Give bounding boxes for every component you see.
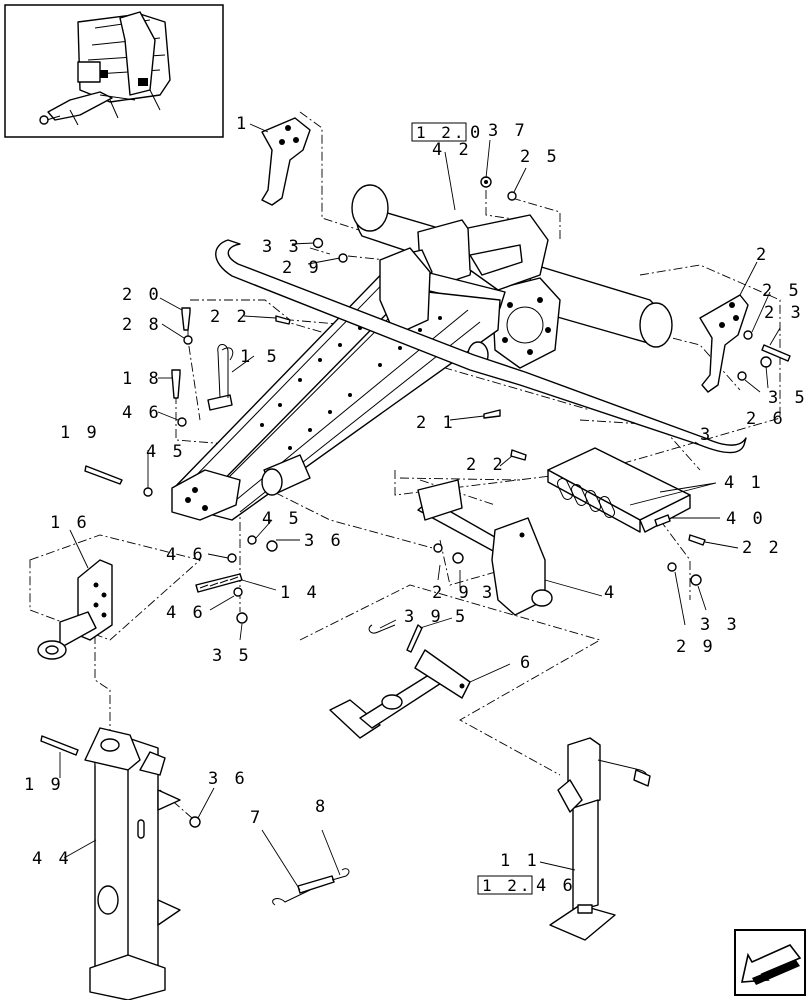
label-7: 7	[250, 808, 263, 828]
label-11: 1 1	[500, 851, 540, 871]
label-4: 4	[604, 583, 617, 603]
reference-box-bottom[interactable]: 1 2. 4 6	[477, 875, 576, 896]
label-14: 1 4	[280, 583, 320, 603]
label-39: 3 9	[404, 607, 444, 627]
label-22-lower: 2 2	[742, 538, 782, 558]
label-37: 3 7	[488, 121, 528, 141]
label-25-upper: 2 5	[520, 147, 560, 167]
label-18: 1 8	[122, 369, 162, 389]
step-slots	[556, 478, 616, 518]
label-46-middle: 4 6	[166, 545, 206, 565]
label-29-middle: 2 9	[432, 583, 472, 603]
label-46-upper: 4 6	[122, 403, 162, 423]
label-45-lower: 4 5	[262, 509, 302, 529]
part-3-hose[interactable]	[215, 239, 747, 454]
part-5-pin[interactable]	[406, 624, 423, 653]
label-25-right: 2 5	[762, 281, 802, 301]
part-6-step-bracket[interactable]	[329, 649, 471, 739]
part-41-step[interactable]	[547, 447, 691, 533]
label-8: 8	[315, 797, 328, 817]
label-33-upper: 3 3	[262, 237, 302, 257]
part-7-strap[interactable]	[272, 889, 311, 906]
label-21: 2 1	[416, 413, 456, 433]
part-39-pin[interactable]	[368, 624, 396, 634]
label-20: 2 0	[122, 285, 162, 305]
label-46-lower: 4 6	[166, 603, 206, 623]
leader-lines	[59, 123, 781, 891]
reference-box-top-code: 1 2.	[416, 123, 467, 142]
label-33-lower: 3 3	[700, 615, 740, 635]
part-1-bracket[interactable]	[261, 117, 311, 206]
callout-labels: 1 2 3 4 5 6 7 8 1 1 1 4 1 5 1 6 1 8 1 9 …	[24, 114, 808, 871]
part-11-jack[interactable]	[549, 737, 651, 941]
part-44-jack-post[interactable]	[84, 727, 181, 1000]
reference-box-top[interactable]: 1 2. 0	[411, 122, 483, 143]
part-8-spring-hook[interactable]	[297, 868, 350, 894]
label-5: 5	[455, 607, 468, 627]
label-41: 4 1	[724, 473, 764, 493]
label-1: 1	[236, 114, 249, 134]
label-36-upper: 3 6	[304, 531, 344, 551]
reference-box-bottom-tail: 4 6	[536, 876, 576, 896]
reference-box-bottom-code: 1 2.	[482, 876, 533, 895]
part-15-lynch-pin[interactable]	[207, 344, 234, 411]
label-40: 4 0	[726, 509, 766, 529]
part-16-hitch-eye[interactable]	[37, 559, 113, 660]
label-19-lower: 1 9	[24, 775, 64, 795]
label-2: 2	[756, 245, 769, 265]
tongue-holes	[260, 316, 442, 450]
label-44: 4 4	[32, 849, 72, 869]
next-page-arrow-icon[interactable]	[734, 929, 806, 996]
label-26: 2 6	[746, 409, 786, 429]
label-6: 6	[520, 653, 533, 673]
label-35-left: 3 5	[212, 646, 252, 666]
label-15: 1 5	[240, 347, 280, 367]
label-35-right: 3 5	[768, 388, 808, 408]
machine-thumbnail-icon	[39, 11, 171, 126]
label-29-lower: 2 9	[676, 637, 716, 657]
label-23: 2 3	[764, 303, 804, 323]
label-22-middle: 2 2	[466, 455, 506, 475]
label-36-lower: 3 6	[208, 769, 248, 789]
label-28: 2 8	[122, 315, 162, 335]
label-45-upper: 4 5	[146, 442, 186, 462]
label-19-upper: 1 9	[60, 423, 100, 443]
label-42: 4 2	[432, 140, 472, 160]
part-4-jack-mount[interactable]	[417, 479, 553, 616]
reference-box-top-tail: 0	[470, 123, 483, 143]
label-33-middle: 3	[482, 583, 495, 603]
label-22-upper: 2 2	[210, 307, 250, 327]
label-16: 1 6	[50, 513, 90, 533]
label-29-upper: 2 9	[282, 258, 322, 278]
part-2-bracket[interactable]	[699, 294, 749, 393]
hardware	[40, 176, 791, 828]
thumbnail-frame[interactable]	[4, 4, 224, 138]
label-3: 3	[700, 425, 713, 445]
